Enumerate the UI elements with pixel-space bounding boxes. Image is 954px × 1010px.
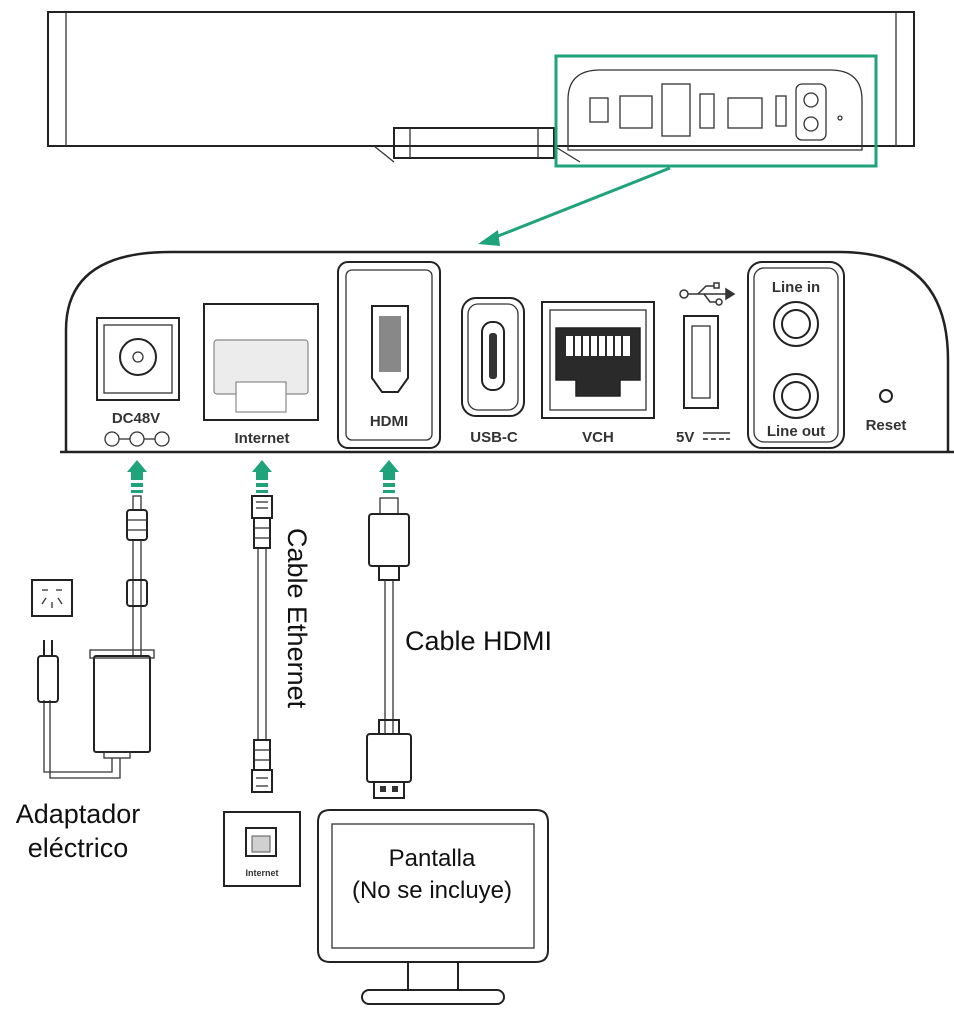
insert-arrows: [127, 460, 399, 493]
wall-jack: Internet: [223, 811, 301, 887]
adapter-label-line1: Adaptador: [16, 799, 141, 829]
power-adapter: Adaptador eléctrico: [16, 495, 155, 863]
usb-5v-port: 5V: [676, 282, 736, 446]
display-monitor: Pantalla (No se incluye): [317, 809, 549, 1005]
hdmi-insert-arrow: [379, 460, 399, 493]
device-side-view: [47, 11, 915, 163]
usb-port-label: 5V: [676, 429, 694, 446]
dc-port-label: DC48V: [112, 410, 160, 427]
display-label-line1: Pantalla: [389, 845, 476, 872]
usbc-port-label: USB-C: [470, 429, 518, 446]
dc-insert-arrow: [127, 460, 147, 493]
hdmi-cable: Cable HDMI: [366, 497, 552, 799]
usbc-port: USB-C: [461, 297, 525, 446]
hdmi-cable-label: Cable HDMI: [405, 626, 552, 656]
hdmi-port: HDMI: [337, 261, 441, 449]
display-label-line2: (No se incluye): [352, 877, 512, 904]
hdmi-port-label: HDMI: [370, 413, 408, 430]
ethernet-label: Cable Ethernet: [282, 528, 312, 709]
zoom-arrow: [478, 166, 671, 246]
reset-button: Reset: [866, 389, 907, 434]
ethernet-cable: Cable Ethernet Internet: [223, 495, 312, 887]
dc-polarity-icon: [104, 431, 170, 447]
internet-insert-arrow: [252, 460, 272, 493]
line-in-label: Line in: [772, 279, 820, 296]
usb-icon: [679, 282, 736, 306]
internet-port-label: Internet: [234, 430, 289, 447]
reset-label: Reset: [866, 417, 907, 434]
dc-power-port: DC48V: [96, 317, 180, 447]
adapter-label-line2: eléctrico: [28, 833, 129, 863]
line-out-label: Line out: [767, 423, 825, 440]
internet-port: Internet: [203, 303, 319, 447]
vch-port-label: VCH: [582, 429, 614, 446]
zoom-highlight-box: [554, 54, 878, 168]
power-outlet-icon: [31, 579, 73, 617]
audio-ports: Line in Line out: [747, 261, 845, 449]
wall-jack-label: Internet: [245, 868, 278, 878]
vch-port: VCH: [541, 301, 655, 446]
dc-symbol-icon: [703, 432, 730, 440]
